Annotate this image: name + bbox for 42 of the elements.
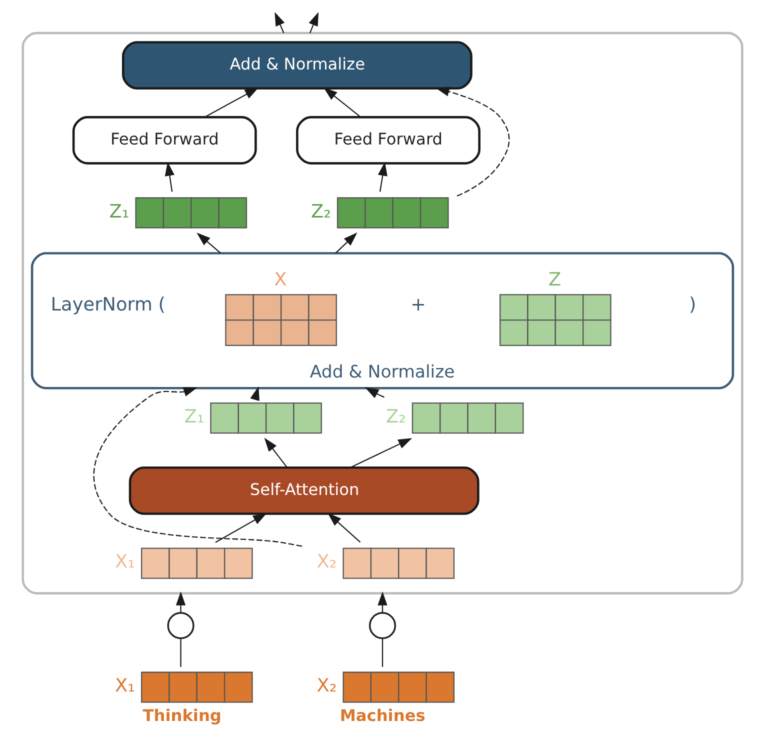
node-label: X₁ bbox=[115, 676, 136, 697]
arrow bbox=[274, 12, 285, 34]
node-label: Z₁ bbox=[109, 201, 130, 222]
arrow bbox=[215, 513, 267, 543]
node-label: Z₂ bbox=[311, 201, 332, 222]
arrow bbox=[328, 512, 361, 543]
node-box: Feed Forward bbox=[72, 116, 257, 164]
label: ) bbox=[688, 294, 696, 316]
node-box: Feed Forward bbox=[296, 116, 480, 164]
connector bbox=[180, 638, 182, 667]
node-box: Add & Normalize bbox=[122, 41, 472, 90]
node-box: Self-Attention bbox=[128, 466, 480, 515]
node-label: X bbox=[274, 269, 287, 290]
arrow bbox=[335, 232, 358, 254]
node-label: Thinking bbox=[142, 706, 222, 725]
arrow bbox=[308, 12, 319, 34]
arrow bbox=[93, 387, 302, 547]
node-circle bbox=[167, 612, 194, 640]
node-label: Z₂ bbox=[386, 406, 406, 428]
arrow bbox=[350, 438, 412, 468]
node-label: Z₁ bbox=[184, 406, 204, 428]
cluster bbox=[22, 32, 744, 594]
arrow bbox=[378, 592, 388, 613]
node-label: X₂ bbox=[316, 552, 337, 573]
node-label: Machines bbox=[340, 706, 426, 725]
label: LayerNorm ( bbox=[50, 294, 166, 316]
arrow bbox=[264, 438, 288, 468]
connector bbox=[382, 638, 384, 667]
arrow bbox=[196, 232, 222, 254]
arrow bbox=[250, 386, 260, 402]
node-label: X₂ bbox=[316, 676, 337, 697]
arrow bbox=[164, 162, 174, 192]
arrow bbox=[364, 387, 385, 398]
node-label: X₁ bbox=[115, 552, 136, 573]
arrow bbox=[323, 87, 361, 118]
arrow bbox=[176, 592, 186, 613]
arrow bbox=[378, 162, 388, 192]
label: + bbox=[410, 294, 426, 316]
arrow bbox=[436, 86, 510, 196]
arrow bbox=[204, 88, 259, 118]
node-circle bbox=[368, 612, 396, 640]
node-label: Z bbox=[548, 269, 562, 290]
